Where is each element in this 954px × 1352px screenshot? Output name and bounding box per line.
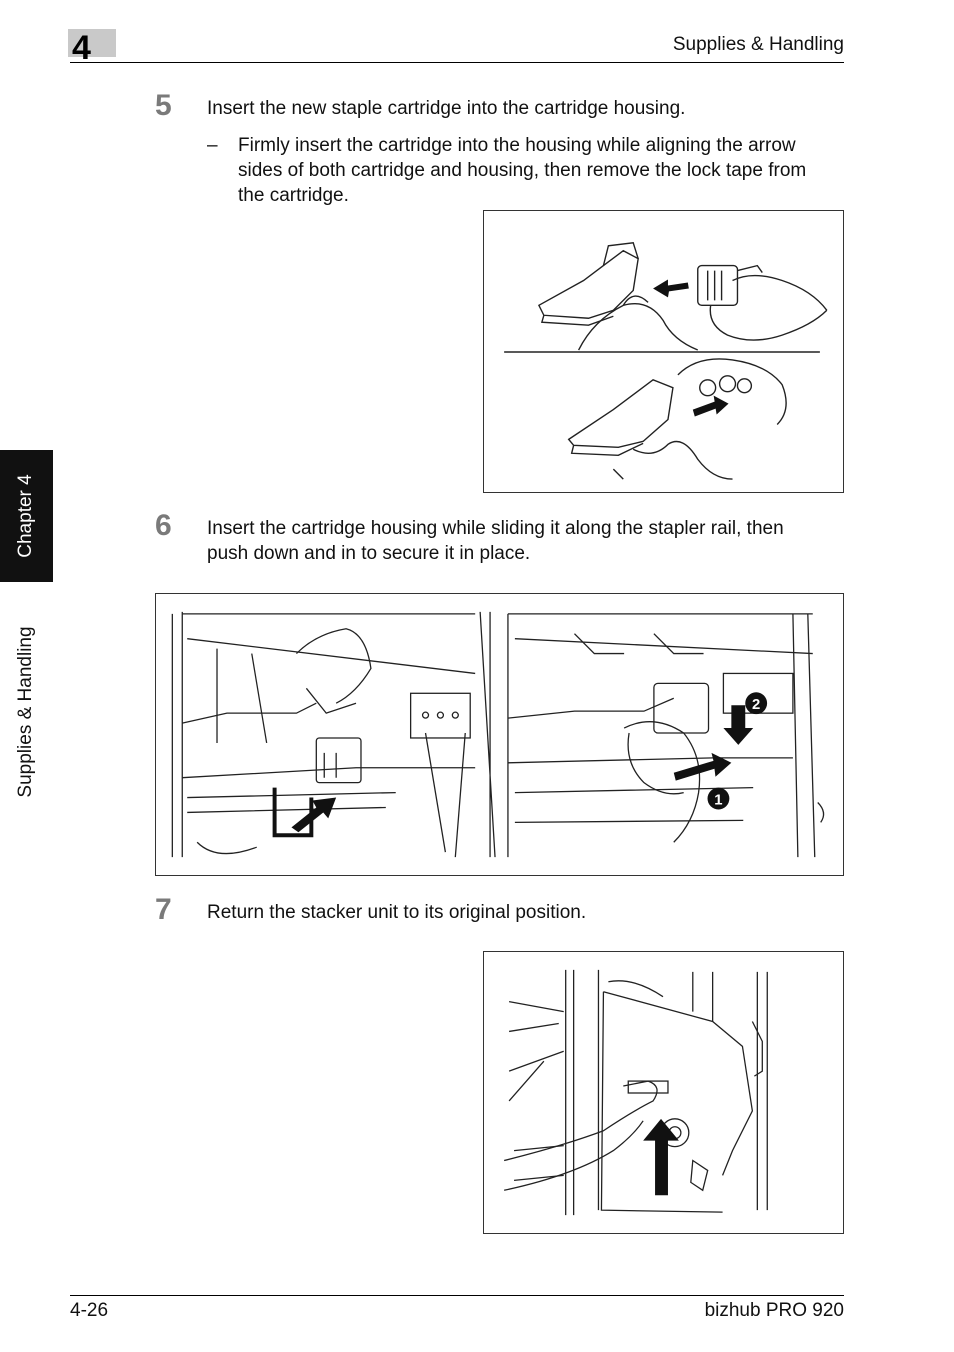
stacker-unit-illustration xyxy=(503,969,768,1216)
step-6-line-2: push down and in to secure it in place. xyxy=(207,543,531,564)
step-5-sub-line-3: the cartridge. xyxy=(238,185,349,206)
product-name: bizhub PRO 920 xyxy=(704,1300,844,1321)
step-number-6: 6 xyxy=(155,509,172,542)
stapler-rail-illustration: 2 1 xyxy=(171,611,825,858)
step-number-5: 5 xyxy=(155,89,172,122)
step-5-text: Insert the new staple cartridge into the… xyxy=(207,98,686,119)
callout-1: 1 xyxy=(714,793,722,809)
step-5-sub-line-1: Firmly insert the cartridge into the hou… xyxy=(238,135,796,156)
sub-bullet-dash: – xyxy=(207,135,218,156)
figure-return-stacker-unit xyxy=(483,951,844,1234)
page-number: 4-26 xyxy=(70,1300,109,1321)
figure-insert-cartridge-housing: 2 1 xyxy=(155,593,844,876)
step-5-sub-line-2: sides of both cartridge and housing, the… xyxy=(238,160,807,181)
header-divider xyxy=(70,62,844,63)
side-tab-section-label: Supplies & Handling xyxy=(15,626,36,798)
chapter-marker-box xyxy=(68,29,116,57)
header-section-title: Supplies & Handling xyxy=(672,34,844,55)
chapter-number: 4 xyxy=(72,29,91,67)
callout-2: 2 xyxy=(752,697,760,713)
figure-insert-staple-cartridge xyxy=(483,210,844,493)
staple-cartridge-illustration xyxy=(504,242,828,480)
footer-divider xyxy=(70,1295,844,1296)
step-number-7: 7 xyxy=(155,893,172,926)
step-7-text: Return the stacker unit to its original … xyxy=(207,902,587,923)
side-tab-chapter-label: Chapter 4 xyxy=(15,474,36,558)
step-6-line-1: Insert the cartridge housing while slidi… xyxy=(207,518,784,539)
side-tab-chapter xyxy=(0,450,53,582)
